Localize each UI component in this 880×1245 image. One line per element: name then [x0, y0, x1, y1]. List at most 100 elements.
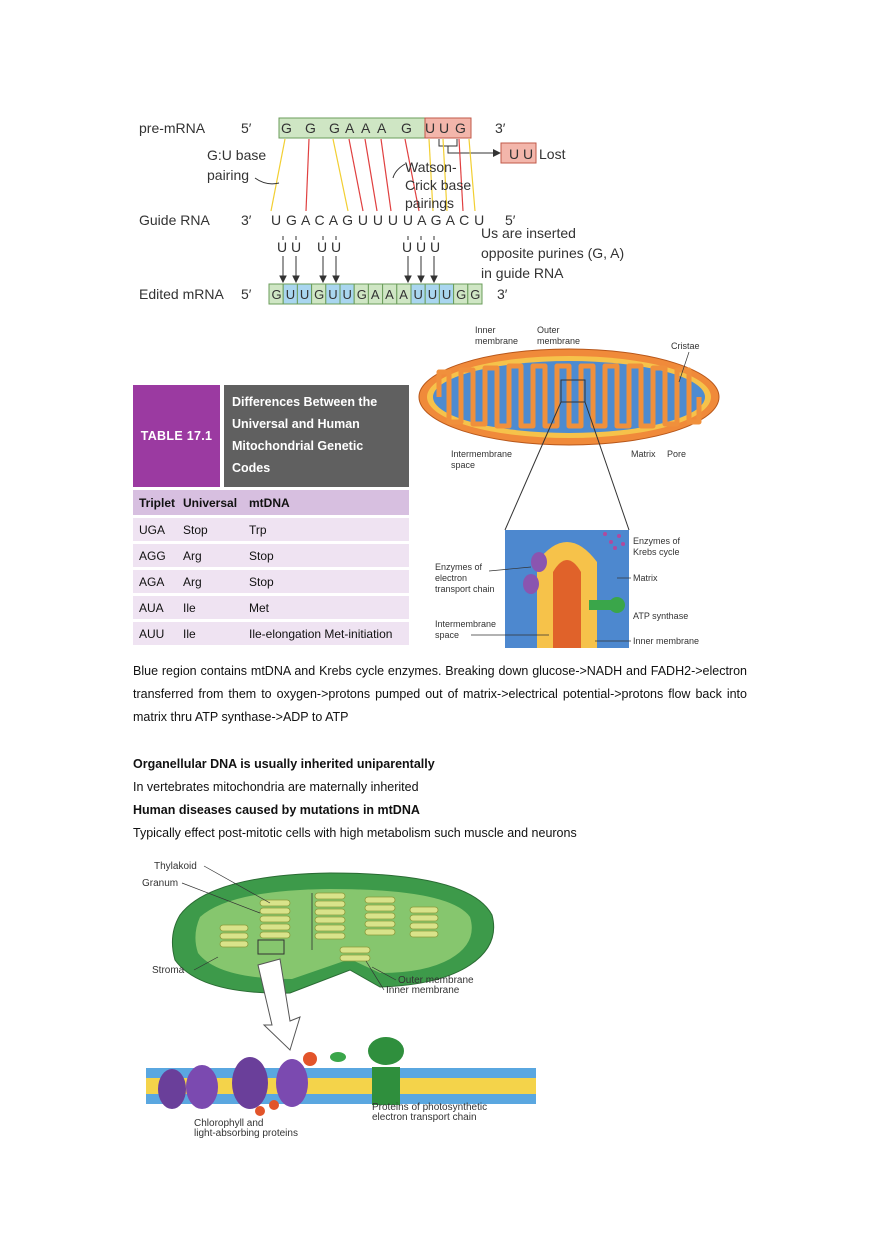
guide-label: Guide RNA — [139, 212, 210, 228]
krebs-label-1: Enzymes of — [633, 536, 681, 546]
chlorophyll-label-2: light-absorbing proteins — [194, 1128, 298, 1139]
wc-pointer — [392, 163, 406, 179]
cell-universal: Ile — [183, 626, 196, 641]
stroma-label: Stroma — [152, 965, 185, 976]
mito-matrix: Matrix — [631, 449, 656, 459]
zoom-box — [560, 379, 586, 403]
etc-complex — [372, 1067, 400, 1105]
cell-triplet: AGG — [139, 548, 166, 563]
edited-label: Edited mRNA — [139, 286, 224, 302]
light-protein-1 — [158, 1069, 186, 1109]
granum-pointer — [181, 882, 261, 914]
table-row: AGA Arg Stop — [133, 570, 409, 593]
grana-stacks — [219, 892, 439, 962]
zoom-line-right — [584, 401, 630, 531]
edited-base: U — [286, 287, 295, 302]
edited-base: U — [343, 287, 352, 302]
table-number: TABLE 17.1 — [133, 385, 220, 487]
etc-label-2: electron — [435, 573, 467, 583]
membrane-bottom — [146, 1094, 536, 1104]
wc-label-line1: Watson- — [405, 159, 457, 175]
cell-universal: Stop — [183, 522, 208, 537]
inner-membrane-pointer — [365, 960, 385, 991]
mito-pore: Pore — [667, 449, 686, 459]
cell-universal: Ile — [183, 600, 196, 615]
atp-synthase-head — [609, 597, 625, 613]
table-title: Differences Between the Universal and Hu… — [224, 385, 409, 487]
atp-synthase-label: ATP synthase — [633, 611, 688, 621]
table-row: UGA Stop Trp — [133, 518, 409, 541]
guide-5-label: 5′ — [505, 212, 516, 228]
etc-label-1: Enzymes of — [435, 562, 483, 572]
column-header-universal: Universal — [183, 495, 238, 510]
inserted-u-group-2: U U — [317, 239, 341, 255]
mitochondrion-figure: Inner membrane Outer membrane Cristae In… — [418, 325, 720, 648]
mito-cristae: Cristae — [671, 341, 700, 351]
guide-sequence: U G A C A G U U U U A G A C U — [271, 212, 485, 228]
heading-uniparental: Organellular DNA is usually inherited un… — [133, 757, 435, 771]
edited-base: G — [357, 287, 367, 302]
note-line2: opposite purines (G, A) — [481, 245, 624, 261]
outer-membrane-label: Outer membrane — [398, 975, 474, 986]
wc-label-line2: Crick base — [405, 177, 471, 193]
note-line1: Us are inserted — [481, 225, 576, 241]
cell-triplet: AUU — [139, 626, 165, 641]
etc-label-3: transport chain — [435, 584, 495, 594]
premrna-base: U — [439, 120, 449, 136]
premrna-base: A — [377, 120, 387, 136]
edited-3-label: 3′ — [497, 286, 508, 302]
edited-base: A — [385, 287, 394, 302]
wc-label-line3: pairings — [405, 195, 454, 211]
detail-intermembrane-2: space — [435, 630, 459, 640]
premrna-base: G — [281, 120, 292, 136]
cell-mtdna: Met — [249, 600, 270, 615]
guide-3-label: 3′ — [241, 212, 252, 228]
edited-base: U — [300, 287, 309, 302]
premrna-base: G — [455, 120, 466, 136]
body-paragraph: Blue region contains mtDNA and Krebs cyc… — [133, 664, 747, 724]
granum-label: Granum — [142, 878, 178, 889]
cell-universal: Arg — [183, 548, 202, 563]
lost-arrowhead — [493, 149, 501, 157]
lost-bracket — [438, 139, 493, 154]
base-pairing-lines — [270, 138, 476, 212]
edited-base: G — [272, 287, 282, 302]
cell-mtdna: Stop — [249, 548, 274, 563]
zoom-arrow — [257, 958, 301, 1051]
premrna-5-label: 5′ — [241, 120, 252, 136]
gu-label-line2: pairing — [207, 167, 249, 183]
cristae-folds — [436, 363, 702, 429]
cell-mtdna: Ile-elongation Met-initiation — [249, 626, 393, 641]
detail-crista-core — [553, 560, 581, 648]
green-molecule — [330, 1052, 346, 1062]
column-header-triplet: Triplet — [139, 495, 176, 510]
edited-base: G — [314, 287, 324, 302]
light-protein-2 — [186, 1065, 218, 1109]
edited-base: A — [371, 287, 380, 302]
premrna-base: U — [425, 120, 435, 136]
edited-base-cell — [467, 283, 483, 305]
edited-base: U — [328, 287, 337, 302]
etc-protein-2 — [523, 574, 539, 594]
premrna-base: G — [401, 120, 412, 136]
premrna-3-label: 3′ — [495, 120, 506, 136]
proteins-label-2: electron transport chain — [372, 1112, 477, 1123]
lost-label: Lost — [539, 146, 566, 162]
detail-inner-membrane-label: Inner membrane — [633, 636, 699, 646]
lost-box — [500, 142, 537, 164]
outer-membrane-pointer — [371, 966, 397, 981]
edited-base: A — [399, 287, 408, 302]
premrna-base: G — [329, 120, 340, 136]
cell-mtdna: Stop — [249, 574, 274, 589]
gu-label-line1: G:U base — [207, 147, 266, 163]
chlorophyll-label-1: Chlorophyll and — [194, 1118, 264, 1129]
light-protein-3 — [232, 1057, 268, 1109]
thylakoid-pointer — [203, 865, 271, 904]
cell-universal: Arg — [183, 574, 202, 589]
table-row: AUU Ile Ile-elongation Met-initiation — [133, 622, 409, 645]
detail-intermembrane-1: Intermembrane — [435, 619, 496, 629]
cristae-pointer — [678, 351, 690, 383]
krebs-label-2: Krebs cycle — [633, 547, 680, 557]
table-header-gap — [220, 385, 224, 487]
etc-pointer — [488, 566, 532, 572]
